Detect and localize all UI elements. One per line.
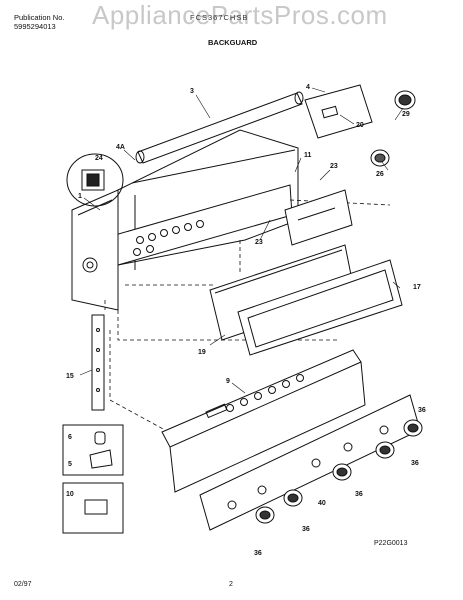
callout-23a: 23	[330, 163, 338, 170]
callout-5: 5	[68, 461, 72, 468]
publication-label: Publication No.	[14, 13, 65, 22]
clock-control-board	[304, 84, 373, 139]
callout-leaders	[79, 87, 404, 394]
callout-19: 19	[198, 349, 206, 356]
electronic-control	[284, 189, 353, 246]
callout-4: 4	[306, 84, 310, 91]
callout-26: 26	[376, 171, 384, 178]
callout-23b: 23	[255, 239, 263, 246]
drawing-code: P22G0013	[374, 540, 408, 547]
housing-holes	[133, 220, 204, 256]
callout-29: 29	[402, 111, 410, 118]
callout-6: 6	[68, 434, 72, 441]
footer-date: 02/97	[14, 581, 32, 588]
inset-box-lamp	[62, 424, 124, 476]
callout-10: 10	[66, 491, 74, 498]
inset-box-indicator	[62, 482, 124, 534]
callout-36c: 36	[355, 491, 363, 498]
rocker-switch	[81, 169, 105, 191]
timer-knob	[370, 149, 390, 167]
burner-knobs	[255, 419, 423, 524]
callout-20: 20	[356, 122, 364, 129]
callout-4a: 4A	[116, 144, 125, 151]
callout-labels: 3 4 4A 24 1 29 20 26 11 23 23 17 19 9 15…	[66, 84, 426, 557]
section-title: BACKGUARD	[208, 38, 258, 47]
callout-36b: 36	[411, 460, 419, 467]
publication-block: Publication No. 5995294013	[14, 13, 64, 31]
callout-11: 11	[304, 152, 312, 159]
watermark: AppliancePartsPros.com	[92, 0, 388, 30]
callout-17: 17	[413, 284, 421, 291]
footer-page: 2	[229, 581, 233, 588]
callout-40: 40	[318, 500, 326, 507]
backguard-housing	[71, 129, 299, 311]
publication-number: 5995294013	[14, 22, 56, 31]
rod-part	[135, 91, 304, 164]
callout-15: 15	[66, 373, 74, 380]
callout-1: 1	[78, 193, 82, 200]
trim-frame	[237, 259, 403, 356]
callout-3: 3	[190, 88, 194, 95]
callout-9: 9	[226, 378, 230, 385]
control-panel	[161, 349, 366, 493]
callout-24: 24	[95, 155, 103, 162]
clock-knob	[394, 90, 416, 110]
model-number: FCS367CHSB	[190, 13, 249, 22]
callout-36a: 36	[418, 407, 426, 414]
callout-36d: 36	[302, 526, 310, 533]
callout-36e: 36	[254, 550, 262, 557]
bracket-strip	[91, 314, 105, 411]
